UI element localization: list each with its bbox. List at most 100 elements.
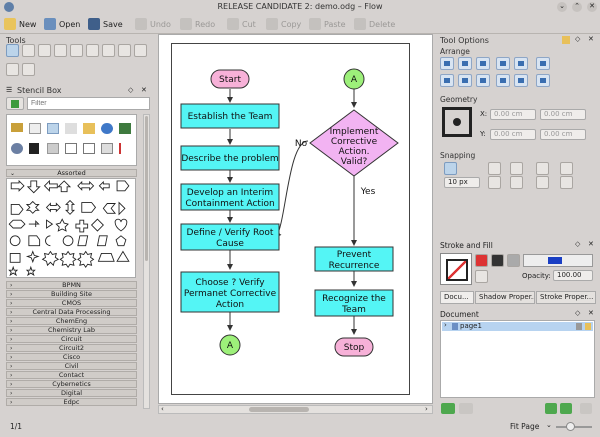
v-arrow-shape[interactable] (65, 199, 76, 215)
pentagon-shape[interactable] (116, 180, 130, 192)
circle-shape[interactable] (9, 235, 21, 247)
flow-node-prevent-recurrence[interactable] (314, 246, 394, 272)
stencil-thumb[interactable] (65, 123, 77, 134)
scroll-right-icon[interactable]: › (425, 405, 428, 413)
snap-enable-button[interactable] (444, 162, 457, 175)
pentagon-shape[interactable] (10, 204, 24, 215)
star8-shape[interactable] (41, 250, 60, 267)
scrollbar-thumb[interactable] (249, 407, 309, 412)
triangle-right-shape[interactable] (118, 201, 126, 216)
stencil-thumb[interactable] (119, 123, 131, 134)
pencil-tool-button[interactable] (102, 44, 115, 57)
stencil-category-item[interactable]: ›Cybernetics (6, 380, 137, 388)
chevron-shape[interactable] (81, 202, 97, 213)
options-float-icon[interactable]: ◇ (575, 35, 581, 43)
flow-node-choose-action[interactable] (180, 271, 280, 313)
stencil-category-item[interactable]: ›Cisco (6, 353, 137, 361)
pattern-style-button[interactable] (475, 270, 488, 283)
remove-layer-button[interactable] (459, 403, 473, 414)
stencil-category-item[interactable]: ›Civil (6, 362, 137, 370)
small-star-shape[interactable] (25, 265, 36, 277)
stencil-category-item[interactable]: ›Digital (6, 389, 137, 397)
left-arrow-shape[interactable] (98, 180, 110, 191)
stencil-thumb[interactable] (11, 143, 23, 154)
document-close-icon[interactable]: ✕ (588, 309, 594, 317)
stencil-category-item[interactable]: ›ChemEng (6, 317, 137, 325)
parallelogram-shape[interactable] (77, 235, 89, 247)
add-stencil-button[interactable] (6, 97, 24, 110)
cut-button[interactable]: Cut (227, 16, 256, 32)
heart-shape[interactable] (114, 218, 128, 232)
arrow-right-shape[interactable] (10, 179, 25, 192)
maximize-icon[interactable]: ⌃ (572, 2, 582, 12)
document-float-icon[interactable]: ◇ (575, 309, 581, 317)
stencil-category-item[interactable]: ›Chemistry Lab (6, 326, 137, 334)
stencil-thumb[interactable] (83, 123, 95, 134)
connector-tool-button[interactable] (22, 44, 35, 57)
arrow-down-shape[interactable] (26, 180, 41, 194)
snap-guides-button[interactable] (510, 162, 523, 175)
square-shape[interactable] (9, 253, 21, 263)
flow-node-recognize-team[interactable] (314, 289, 394, 317)
snap-nodes-button[interactable] (536, 162, 549, 175)
stencil-category-item[interactable]: ›Building Site (6, 290, 137, 298)
calligraphy-tool-button[interactable] (54, 44, 67, 57)
triangle-shape[interactable] (116, 250, 130, 262)
stencil-float-icon[interactable]: ◇ (128, 86, 134, 94)
lock-icon[interactable] (585, 323, 591, 330)
save-button[interactable]: Save (88, 16, 123, 32)
ring-shape[interactable] (62, 235, 74, 247)
x-position-field[interactable]: 0.00 cm (490, 109, 536, 120)
arrow-left-shape[interactable] (43, 179, 58, 192)
stencil-thumb[interactable] (29, 123, 41, 134)
pattern-tool-button[interactable] (134, 44, 147, 57)
moon-shape[interactable] (45, 235, 51, 247)
redo-button[interactable]: Redo (180, 16, 215, 32)
zoom-slider-handle[interactable] (566, 422, 575, 431)
snap-extension-button[interactable] (560, 162, 573, 175)
zoom-tool-button[interactable] (6, 63, 19, 76)
stencil-scrollbar[interactable] (143, 114, 150, 409)
arrow-up-shape[interactable] (57, 180, 72, 193)
chevron-left-shape[interactable] (102, 203, 117, 214)
zoom-mode-select[interactable]: Fit Page (510, 422, 540, 431)
canvas-horizontal-scrollbar[interactable]: ‹ › (158, 405, 433, 414)
pin-icon[interactable] (562, 36, 570, 44)
stencil-thumb[interactable] (47, 123, 59, 134)
flow-node-establish-team[interactable] (180, 103, 280, 129)
delete-button[interactable]: Delete (354, 16, 395, 32)
trapezoid-shape[interactable] (97, 253, 115, 262)
flow-node-interim-containment[interactable] (180, 183, 280, 211)
stencil-category-item[interactable]: ›Circuit (6, 335, 137, 343)
pentagon-shape[interactable] (115, 235, 127, 247)
stencil-category-item[interactable]: ›BPMN (6, 281, 137, 289)
stencil-close-icon[interactable]: ✕ (141, 86, 147, 94)
align-top-button[interactable] (440, 74, 454, 87)
send-backward-button[interactable] (514, 57, 528, 70)
ungroup-button[interactable] (536, 74, 550, 87)
parallelogram-shape[interactable] (96, 235, 108, 247)
h-arrow-shape[interactable] (45, 202, 61, 213)
select-tool-button[interactable] (6, 44, 19, 57)
snap-boundingbox-button[interactable] (510, 176, 523, 189)
flow-node-root-cause[interactable] (180, 223, 280, 251)
snap-grid-button[interactable] (488, 162, 501, 175)
path-tool-button[interactable] (38, 44, 51, 57)
scrollbar-thumb[interactable] (145, 116, 148, 261)
stencil-category-assorted[interactable]: ⌄Assorted (6, 169, 137, 177)
align-right-button[interactable] (476, 57, 490, 70)
tab-stroke-properties[interactable]: Stroke Proper... (536, 291, 596, 304)
snap-distance-field[interactable]: 10 px (444, 177, 480, 188)
align-center-button[interactable] (458, 57, 472, 70)
zoom-dropdown-icon[interactable]: ⌄ (546, 421, 552, 429)
opacity-field[interactable]: 100.00 (553, 270, 593, 281)
diamond-shape[interactable] (90, 218, 104, 232)
text-tool-button[interactable] (70, 44, 83, 57)
send-to-back-button[interactable] (514, 74, 528, 87)
tab-document[interactable]: Docu... (440, 291, 474, 304)
small-star-shape[interactable] (8, 265, 19, 277)
align-left-button[interactable] (440, 57, 454, 70)
snap-center-button[interactable] (560, 176, 573, 189)
stencil-thumb[interactable] (101, 123, 113, 134)
quad-arrow-shape[interactable] (25, 200, 40, 214)
